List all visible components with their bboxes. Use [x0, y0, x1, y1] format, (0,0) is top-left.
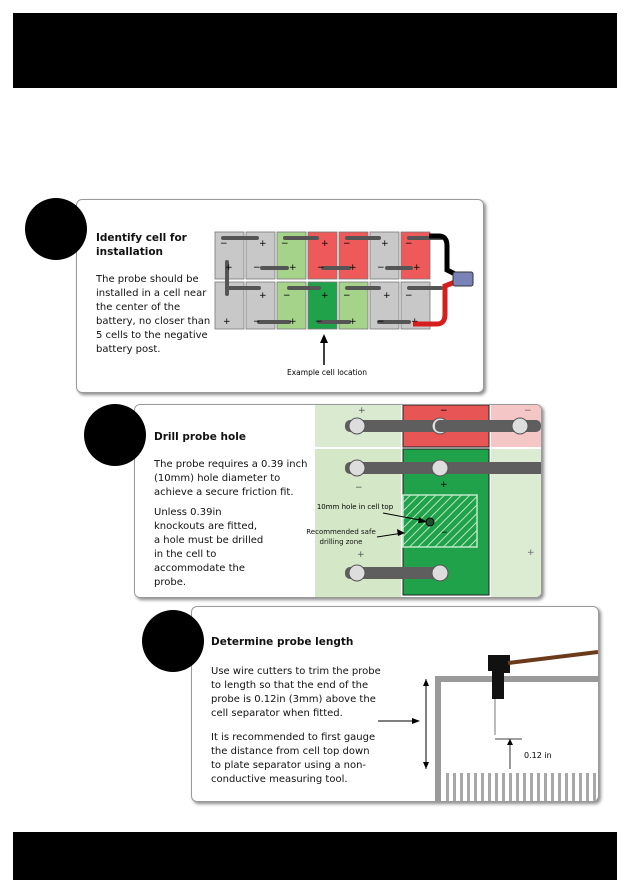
step-card-identify-cell: Identify cell for installation The probe… [76, 199, 484, 393]
negative-cable [429, 233, 457, 277]
plate-separator [467, 773, 470, 801]
polarity-sign: + [381, 239, 389, 249]
step-number-circle [142, 610, 204, 672]
step-number-circle [84, 404, 146, 466]
step-number-circle [25, 198, 87, 260]
step-card-probe-length: Determine probe length Use wire cutters … [191, 606, 599, 802]
polarity-sign: − [220, 239, 228, 249]
plate-separator [502, 773, 505, 801]
cell-plates [446, 773, 596, 801]
footer-bar [13, 832, 617, 880]
probe-head [488, 655, 510, 699]
plate-separator [516, 773, 519, 801]
plate-separator [544, 773, 547, 801]
plate-separator [572, 773, 575, 801]
polarity-sign: + [259, 239, 267, 249]
step-note: Unless 0.39in knockouts are fitted, a ho… [154, 507, 264, 588]
polarity-sign: + [321, 291, 329, 301]
polarity-sign: + [321, 239, 329, 249]
positive-cable [413, 279, 456, 327]
arrow-head [320, 334, 328, 343]
plate-separator [586, 773, 589, 801]
polarity-sign: + [349, 263, 357, 273]
drilling-diagram: + − − + − + − + 10mm hole in cell top [315, 405, 541, 597]
plate-separator [593, 773, 596, 801]
plate-separator [488, 773, 491, 801]
polarity-sign: − [253, 317, 261, 327]
polarity-sign: − [377, 263, 385, 273]
plate-separator [474, 773, 477, 801]
step-description: Use wire cutters to trim the probe to le… [211, 666, 381, 719]
svg-text:+: + [357, 550, 365, 560]
probe-length-diagram: 0.12 in [378, 650, 598, 801]
polarity-sign: + [413, 263, 421, 273]
polarity-sign: − [377, 317, 385, 327]
polarity-sign: − [405, 239, 413, 249]
polarity-sign: + [383, 291, 391, 301]
polarity-sign: − [315, 317, 323, 327]
polarity-sign: − [283, 291, 291, 301]
polarity-sign: + [289, 263, 297, 273]
plate-separator [537, 773, 540, 801]
step-description: The probe should be installed in a cell … [96, 274, 211, 355]
plate-separator [495, 773, 498, 801]
cell-wall [435, 676, 598, 801]
polarity-sign: − [253, 263, 261, 273]
figure-caption: Example cell location [287, 368, 367, 377]
polarity-sign: + [259, 291, 267, 301]
step-description: The probe requires a 0.39 inch (10mm) ho… [154, 459, 308, 498]
polarity-sign: − [281, 239, 289, 249]
battery-cell [307, 231, 338, 280]
plate-separator [446, 773, 449, 801]
plate-separator [523, 773, 526, 801]
plate-separator [509, 773, 512, 801]
polarity-sign: + [289, 317, 297, 327]
battery-cell-diagram: −+−+−+−+−+−+−++−+−+−+−+−+−+ Example cell… [214, 231, 474, 377]
svg-text:+: + [527, 548, 535, 558]
plate-separator [551, 773, 554, 801]
step-title: Identify cell for installation [96, 232, 187, 258]
step-note: It is recommended to first gauge the dis… [211, 732, 376, 785]
probe-hole [425, 517, 435, 527]
plate-separator [481, 773, 484, 801]
header-bar [13, 13, 617, 88]
plate-separator [453, 773, 456, 801]
svg-text:−: − [524, 406, 532, 416]
plate-separator [558, 773, 561, 801]
polarity-sign: − [405, 291, 413, 301]
step-title: Determine probe length [211, 636, 354, 648]
polarity-sign: − [317, 263, 325, 273]
safe-drilling-zone [402, 494, 478, 548]
svg-text:−: − [440, 406, 448, 416]
monitor-module [452, 271, 474, 287]
gap-label: 0.12 in [524, 751, 552, 760]
svg-text:+: + [440, 480, 448, 490]
svg-text:−: − [355, 483, 363, 493]
plate-separator [460, 773, 463, 801]
polarity-sign: − [343, 239, 351, 249]
probe-cable [507, 650, 598, 665]
step-title: Drill probe hole [154, 431, 246, 443]
polarity-sign: + [349, 317, 357, 327]
plate-separator [530, 773, 533, 801]
plate-separator [579, 773, 582, 801]
polarity-sign: + [223, 317, 231, 327]
zone-label-text: Recommended safe drilling zone [306, 528, 376, 546]
svg-text:+: + [358, 406, 366, 416]
plate-separator [565, 773, 568, 801]
polarity-sign: + [225, 263, 233, 273]
hole-label: 10mm hole in cell top [317, 503, 394, 511]
step-card-drill-hole: + − − + − + − + 10mm hole in cell top Dr… [134, 404, 542, 598]
polarity-sign: − [343, 291, 351, 301]
